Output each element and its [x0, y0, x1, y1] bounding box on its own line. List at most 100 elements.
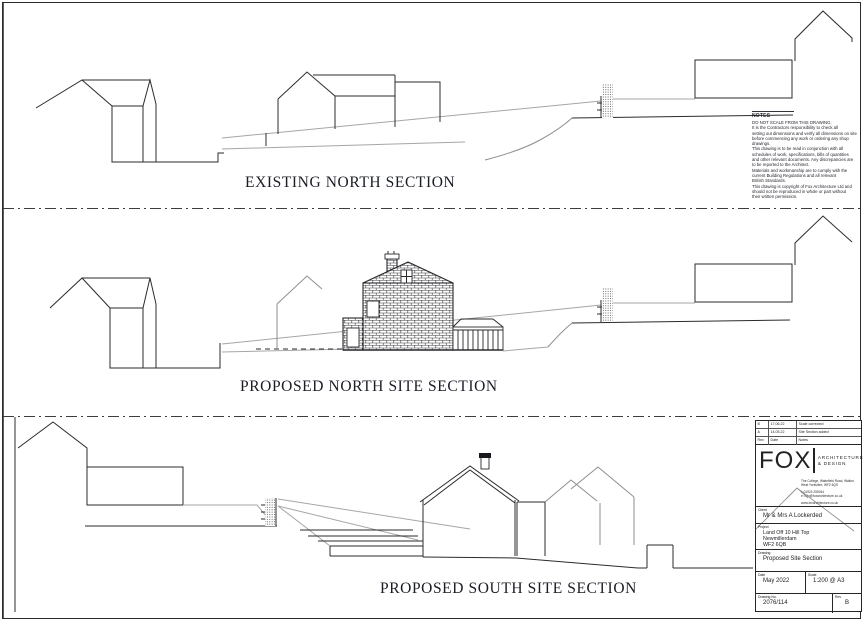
proposed-north-plateau	[571, 319, 791, 324]
revision-label: Rev	[835, 595, 842, 599]
notes-line: current Building Regulations and all rel…	[752, 172, 837, 178]
proposed-north-ground-step	[112, 343, 221, 369]
project-line: Newmillerdam	[763, 535, 797, 542]
existing-ground-upper	[221, 100, 602, 139]
fox-tagline-design: & DESIGN	[817, 460, 847, 466]
existing-bank-curve	[484, 117, 573, 161]
notes-line: setting out dimensions and verify all di…	[752, 130, 857, 136]
date-label: Date	[758, 573, 766, 577]
revision-rev-cell: A	[756, 429, 769, 436]
notes-rule	[752, 111, 794, 112]
existing-north-drawing	[35, 10, 853, 163]
date-box: Date May 2022	[756, 572, 806, 593]
south-left-gable	[17, 421, 88, 467]
notes-line: should not be reproduced in whole or par…	[752, 188, 847, 194]
scale-box: Scale 1:200 @ A3	[806, 572, 861, 593]
project-label: Project	[758, 525, 769, 529]
notes-line: It is the Contractors responsibility to …	[752, 125, 838, 131]
number-rev-row: Drawing No. 2076/114 Rev B	[756, 593, 861, 613]
client-box: Client Mr & Mrs A Lockerded	[756, 506, 861, 523]
website-line: www.foxarchitecture.co.uk	[801, 501, 839, 506]
south-centre-house	[419, 453, 520, 557]
window	[366, 300, 380, 318]
revision-value: B	[844, 599, 849, 606]
revision-rev-header: Rev	[756, 437, 769, 445]
notes-line: and other relevant documents. Any discre…	[752, 157, 854, 163]
title-existing-north-section: EXISTING NORTH SECTION	[245, 174, 456, 191]
notes-line: This drawing is to be read in conjunctio…	[752, 146, 843, 152]
fox-tagline-architecture: ARCHITECTURE	[817, 454, 863, 460]
revision-row: B 17.06.22 Scale corrected	[756, 421, 861, 429]
notes-line: Materials and workmanship are to comply …	[752, 167, 848, 173]
drawing-number-label: Drawing No.	[758, 595, 777, 599]
existing-right-house	[694, 59, 793, 99]
south-far-right-step	[638, 544, 753, 569]
revision-row: A 14.05.22 Site Section added	[756, 429, 861, 437]
notes-line: before commencing any work or ordering a…	[752, 135, 849, 141]
revision-box: Rev B	[833, 594, 861, 613]
notes-line: to be reported to the Architect.	[752, 162, 810, 168]
notes-line: British Standards.	[752, 178, 786, 184]
proposed-north-boundary-marker	[597, 288, 613, 322]
address-line: The College, Wakefield Road, Walton,	[801, 479, 855, 483]
notes-block: NOTES DO NOT SCALE FROM THIS DRAWING. It…	[752, 111, 862, 199]
notes-line: This drawing is copyright of Fox Archite…	[752, 183, 852, 189]
south-chimney-cap	[479, 453, 491, 458]
project-box: Project Land Off 10 Hill Top Newmillerda…	[756, 523, 861, 549]
south-chimney	[480, 456, 490, 470]
proposed-north-drawing	[49, 215, 853, 369]
drawing-title-box: Drawing Proposed Site Section	[756, 549, 861, 571]
revision-date-cell: 14.05.22	[769, 429, 797, 436]
revision-header-row: Rev Date Notes	[756, 437, 861, 445]
garden-room	[452, 318, 504, 351]
south-right-building	[516, 501, 546, 556]
date-value: May 2022	[763, 577, 790, 584]
revision-date-cell: 17.06.22	[769, 421, 797, 428]
proposed-north-right-slope	[502, 346, 549, 352]
fox-logo-text: FOX	[759, 447, 812, 474]
address-line: West Yorkshire, WF2 6QS	[801, 483, 838, 488]
existing-boundary-marker	[597, 84, 613, 118]
revision-note-cell: Scale corrected	[798, 422, 824, 426]
demolished-house-outline	[276, 275, 323, 349]
proposed-north-right-house	[694, 263, 793, 303]
chimney-cap	[384, 253, 400, 260]
proposed-south-drawing	[17, 421, 753, 569]
practice-address: The College, Wakefield Road, Walton, Wes…	[801, 479, 861, 505]
notes-heading: NOTES	[752, 113, 771, 119]
proposed-house	[342, 251, 454, 351]
proposed-north-far-right-gable	[794, 215, 853, 265]
client-label: Client	[758, 508, 767, 512]
fox-logo: FOX ARCHITECTURE & DESIGN	[759, 448, 863, 473]
south-left-ground	[183, 504, 268, 518]
title-block: B 17.06.22 Scale corrected A 14.05.22 Si…	[755, 420, 863, 613]
terraced-steps	[277, 498, 471, 557]
project-line: Land Off 10 Hill Top	[763, 529, 810, 536]
existing-far-right-gable	[794, 10, 853, 61]
drawing-label: Drawing	[758, 551, 771, 555]
revision-table: B 17.06.22 Scale corrected A 14.05.22 Si…	[756, 421, 861, 445]
project-line: WF2 6QB	[763, 542, 787, 549]
existing-left-house	[35, 78, 157, 163]
south-boundary-marker	[261, 498, 277, 526]
existing-ground-lower	[221, 141, 466, 150]
drawing-value: Proposed Site Section	[763, 555, 823, 562]
title-proposed-north-site-section: PROPOSED NORTH SITE SECTION	[240, 378, 498, 395]
date-scale-row: Date May 2022 Scale 1:200 @ A3	[756, 571, 861, 593]
proposed-north-left-house	[49, 277, 157, 369]
drawing-number-box: Drawing No. 2076/114	[756, 594, 833, 613]
scale-value: 1:200 @ A3	[813, 577, 845, 584]
fox-logo-divider	[813, 448, 815, 473]
existing-middle-buildings	[277, 71, 441, 134]
south-left-building	[86, 466, 184, 506]
notes-line: their written permission.	[752, 194, 798, 200]
notes-line: drawings.	[752, 141, 771, 147]
revision-note-header: Notes	[798, 438, 808, 442]
south-ground-slope	[422, 556, 639, 569]
bay-window	[346, 327, 360, 348]
title-proposed-south-site-section: PROPOSED SOUTH SITE SECTION	[380, 580, 637, 597]
email-line: e: info@foxarchitecture.co.uk	[801, 494, 843, 499]
existing-ground-step	[143, 152, 224, 163]
